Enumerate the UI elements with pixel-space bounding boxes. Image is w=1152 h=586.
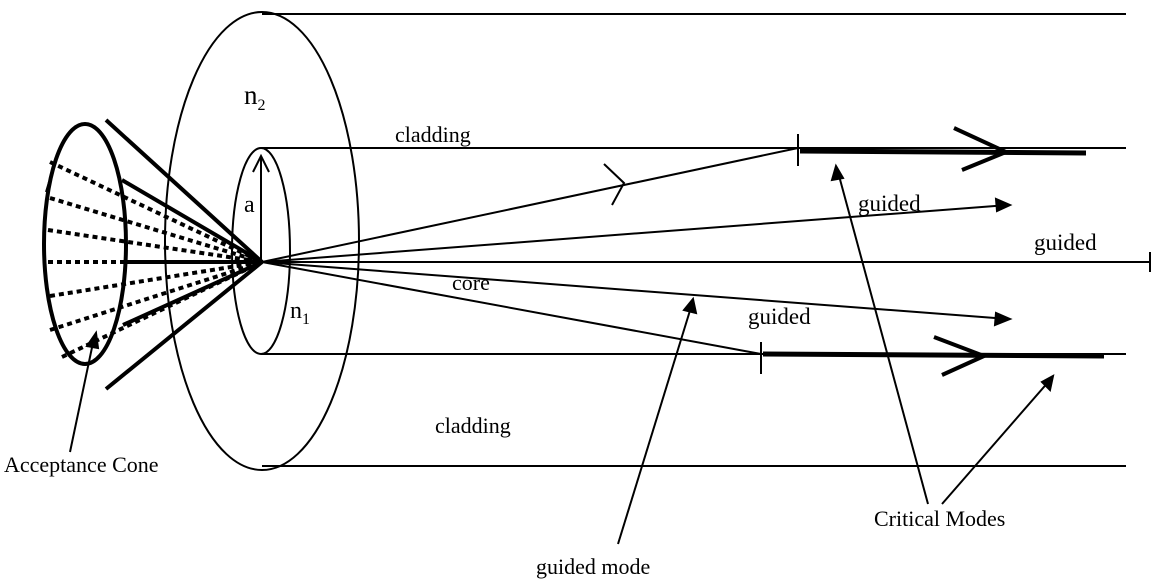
cone-solid-rays	[104, 118, 264, 391]
acceptance-cone	[42, 118, 264, 391]
critical-ray-upper-arrow	[603, 163, 626, 206]
pointer-critical-upper	[837, 171, 929, 505]
guided-ray-upper-arrowhead	[994, 197, 1013, 213]
guided-rays	[261, 147, 1151, 355]
cone-tick	[45, 181, 50, 193]
radius-label: a	[244, 192, 255, 218]
guided-ray-lower-arrowhead	[993, 311, 1013, 327]
guided-upper-label: guided	[858, 191, 921, 216]
guided-ray-lower	[261, 261, 1009, 320]
critical-ray-upper	[261, 147, 799, 263]
acceptance-cone-label: Acceptance Cone	[4, 452, 159, 477]
guided-ray-upper	[261, 204, 1009, 263]
guided-mode-label: guided mode	[536, 554, 650, 579]
critical-mode-segments	[760, 126, 1105, 377]
pointer-acceptance-cone	[69, 337, 95, 453]
critical-ray-lower	[261, 261, 762, 355]
cone-base-ellipse	[42, 122, 128, 366]
cladding-bottom-label: cladding	[435, 413, 511, 438]
guided-axis-label: guided	[1034, 230, 1097, 255]
cladding-top-label: cladding	[395, 122, 471, 147]
n1-label: n1	[290, 298, 310, 328]
annotation-pointers	[69, 163, 1055, 545]
core-label: core	[452, 270, 490, 295]
radius-arrow	[252, 153, 270, 262]
n2-label: n2	[244, 80, 266, 114]
guided-lower-label: guided	[748, 304, 811, 329]
fiber-cladding	[164, 11, 1126, 471]
fiber-core	[231, 147, 1126, 355]
critical-modes-label: Critical Modes	[874, 506, 1005, 531]
pointer-critical-lower	[941, 379, 1051, 505]
diagram-labels: n2 cladding a core n1 guided guided guid…	[4, 80, 1097, 579]
pointer-guided-mode	[617, 303, 693, 545]
cone-dotted-rays	[47, 160, 263, 359]
